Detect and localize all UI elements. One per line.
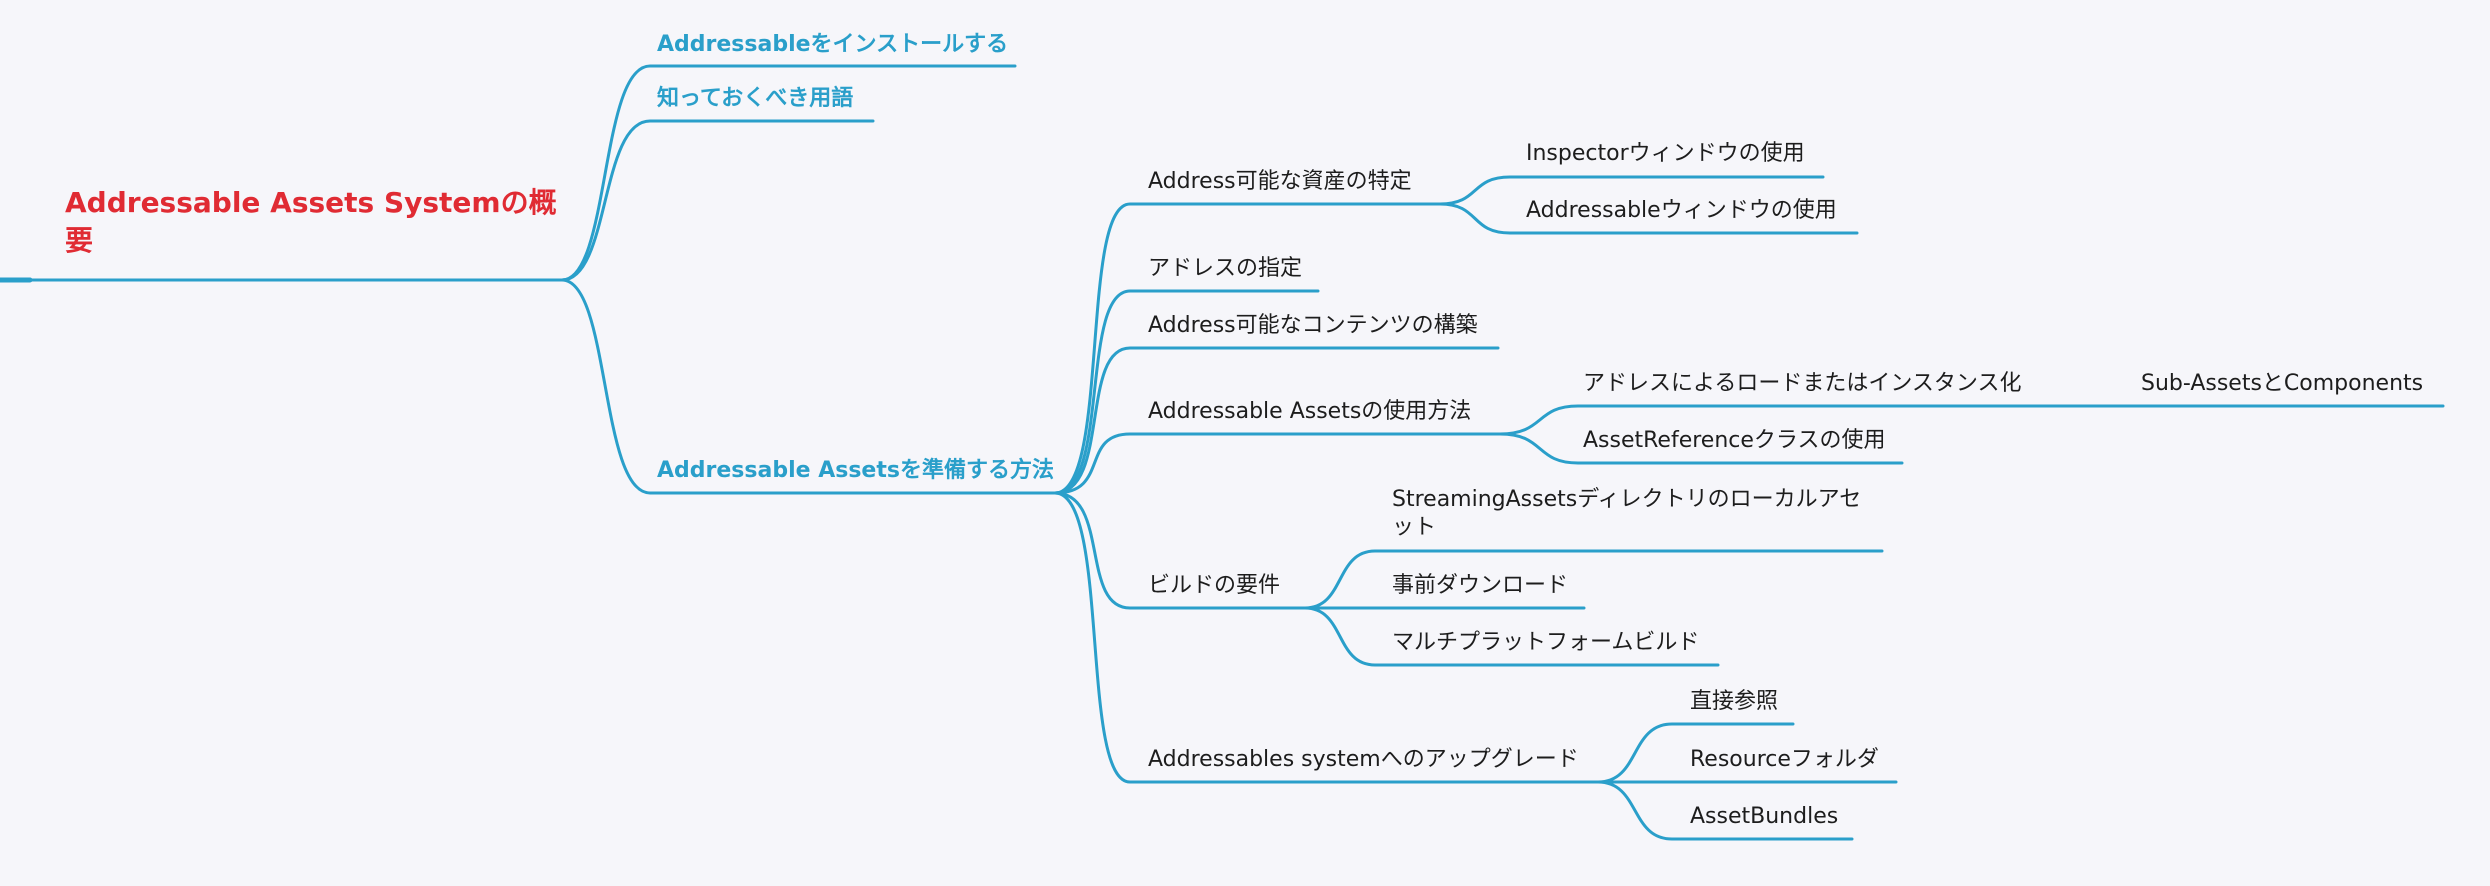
root-topic[interactable]: Addressable Assets Systemの概要	[65, 186, 557, 257]
topic-inspector-window[interactable]: Inspectorウィンドウの使用	[1526, 141, 1805, 166]
link-root-install	[560, 64, 1017, 282]
topic-build[interactable]: ビルドの要件	[1148, 573, 1281, 598]
link-prepare-identify	[1053, 202, 1442, 495]
link-root-terms	[560, 119, 875, 282]
link-upgrade-direct	[1596, 722, 1795, 784]
link-root-prepare	[560, 278, 1057, 495]
topic-usage[interactable]: Addressable Assetsの使用方法	[1148, 399, 1472, 424]
topic-load-by-address[interactable]: アドレスによるロードまたはインスタンス化	[1583, 371, 2022, 396]
link-upgrade-bundles	[1596, 780, 1854, 841]
link-usage-assetref	[1498, 432, 1904, 465]
link-usage-load	[1498, 404, 2062, 436]
topic-assetreference[interactable]: AssetReferenceクラスの使用	[1583, 428, 1886, 453]
topic-content[interactable]: Address可能なコンテンツの構築	[1148, 313, 1478, 338]
topic-streaming-assets[interactable]: StreamingAssetsディレクトリのローカルアセット	[1392, 487, 1862, 540]
link-identify-inspector	[1438, 175, 1825, 206]
link-identify-window	[1438, 202, 1859, 235]
topic-direct-reference[interactable]: 直接参照	[1690, 689, 1779, 714]
link-prepare-usage	[1053, 432, 1502, 495]
topic-terms[interactable]: 知っておくべき用語	[657, 86, 854, 111]
link-prepare-upgrade	[1053, 491, 1600, 784]
link-build-multiplatform	[1303, 606, 1720, 667]
topic-upgrade[interactable]: Addressables systemへのアップグレード	[1148, 747, 1579, 772]
link-prepare-address	[1053, 289, 1320, 495]
topic-address[interactable]: アドレスの指定	[1148, 256, 1303, 281]
topic-identify[interactable]: Address可能な資産の特定	[1148, 169, 1412, 194]
topic-predownload[interactable]: 事前ダウンロード	[1392, 573, 1569, 598]
topic-prepare[interactable]: Addressable Assetsを準備する方法	[657, 458, 1054, 483]
link-build-streaming	[1303, 549, 1884, 610]
topic-multiplatform[interactable]: マルチプラットフォームビルド	[1392, 630, 1700, 655]
topic-subassets[interactable]: Sub-AssetsとComponents	[2141, 371, 2424, 396]
topic-install[interactable]: Addressableをインストールする	[657, 32, 1009, 57]
link-prepare-build	[1053, 491, 1307, 610]
topic-assetbundles[interactable]: AssetBundles	[1690, 804, 1839, 829]
topic-resource-folder[interactable]: Resourceフォルダ	[1690, 747, 1879, 772]
link-prepare-content	[1053, 346, 1500, 495]
topic-addressable-window[interactable]: Addressableウィンドウの使用	[1526, 198, 1837, 223]
